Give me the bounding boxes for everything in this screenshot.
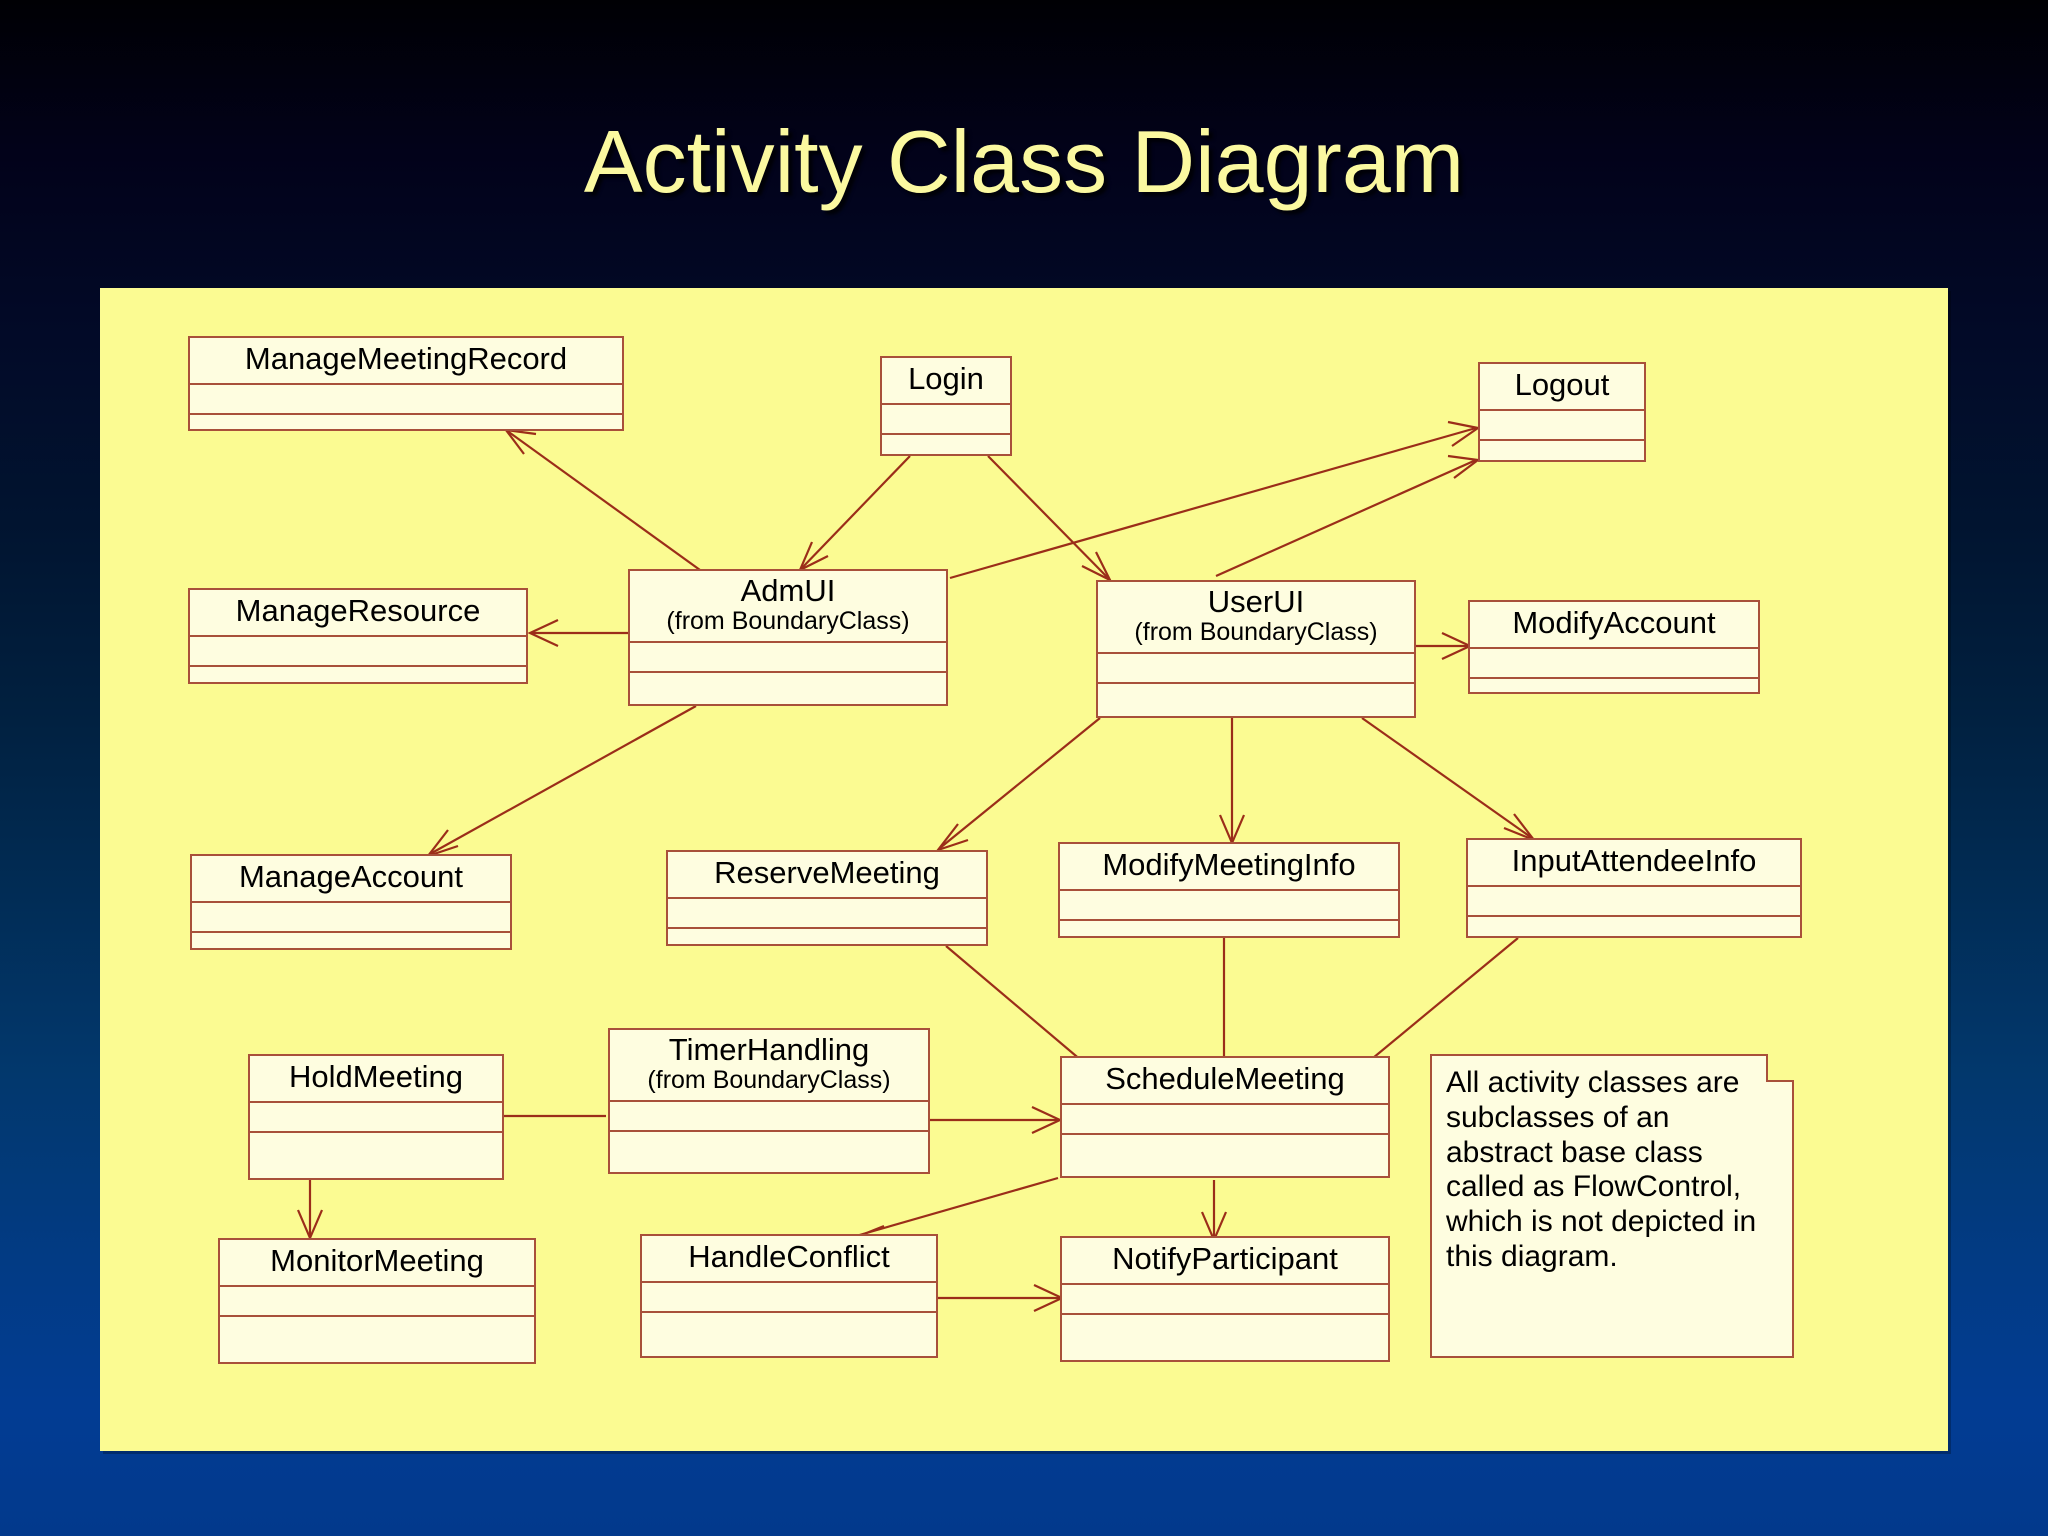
- uml-class-timerhandling[interactable]: TimerHandling (from BoundaryClass): [608, 1028, 930, 1174]
- uml-operations-compartment: [1062, 1312, 1388, 1360]
- class-diagram-canvas: ManageMeetingRecord Login Logout ManageR…: [100, 288, 1948, 1451]
- uml-attributes-compartment: [1062, 1102, 1388, 1133]
- edge-userui-logout: [1215, 454, 1481, 578]
- uml-class-name-text: AdmUI: [740, 573, 836, 608]
- uml-attributes-compartment: [630, 640, 946, 671]
- edge-holdmeeting-monitormeeting: [296, 1180, 324, 1241]
- uml-class-name: Login: [908, 361, 984, 396]
- uml-class-name: Logout: [1514, 367, 1610, 402]
- note-text: All activity classes are subclasses of a…: [1446, 1066, 1757, 1273]
- uml-attributes-compartment: [610, 1099, 928, 1130]
- uml-operations-compartment: [1468, 914, 1800, 947]
- edge-userui-reservemeeting: [934, 717, 1101, 853]
- note-dogear-icon: [1766, 1054, 1794, 1082]
- uml-attributes-compartment: [642, 1280, 936, 1311]
- uml-operations-compartment: [250, 1130, 502, 1178]
- uml-attributes-compartment: [1098, 651, 1414, 682]
- uml-class-name: HoldMeeting: [288, 1059, 464, 1094]
- uml-operations-compartment: [1062, 1132, 1388, 1176]
- uml-class-name: NotifyParticipant: [1112, 1241, 1338, 1276]
- uml-class-holdmeeting[interactable]: HoldMeeting: [248, 1054, 504, 1180]
- uml-operations-compartment: [1060, 918, 1398, 951]
- edge-login-userui: [987, 455, 1113, 583]
- uml-class-login[interactable]: Login: [880, 356, 1012, 456]
- uml-attributes-compartment: [1468, 884, 1800, 915]
- uml-class-manageresource[interactable]: ManageResource: [188, 588, 528, 684]
- uml-class-name: ReserveMeeting: [714, 855, 940, 890]
- uml-operations-compartment: [190, 412, 622, 445]
- edge-userui-modifyaccount: [1410, 632, 1473, 660]
- uml-attributes-compartment: [1470, 646, 1758, 677]
- uml-attributes-compartment: [882, 402, 1010, 433]
- uml-class-notifyparticipant[interactable]: NotifyParticipant: [1060, 1236, 1390, 1362]
- uml-operations-compartment: [1470, 676, 1758, 709]
- uml-class-modifyaccount[interactable]: ModifyAccount: [1468, 600, 1760, 694]
- edge-userui-modifymeetinginfo: [1218, 718, 1246, 846]
- uml-class-userui[interactable]: UserUI (from BoundaryClass): [1096, 580, 1416, 718]
- uml-class-name: ManageMeetingRecord: [244, 341, 568, 376]
- uml-operations-compartment: [630, 670, 946, 704]
- uml-class-handleconflict[interactable]: HandleConflict: [640, 1234, 938, 1358]
- uml-class-name: MonitorMeeting: [270, 1243, 484, 1278]
- uml-class-name: AdmUI (from BoundaryClass): [630, 571, 946, 641]
- edge-admui-manageresource: [527, 619, 628, 647]
- uml-class-schedulemeeting[interactable]: ScheduleMeeting: [1060, 1056, 1390, 1178]
- uml-class-name: ManageResource: [235, 593, 481, 628]
- uml-attributes-compartment: [190, 634, 526, 665]
- uml-attributes-compartment: [220, 1284, 534, 1315]
- uml-class-name: HandleConflict: [688, 1239, 890, 1274]
- uml-operations-compartment: [642, 1310, 936, 1356]
- uml-operations-compartment: [668, 926, 986, 959]
- uml-class-stereotype: (from BoundaryClass): [666, 606, 910, 635]
- uml-operations-compartment: [1098, 681, 1414, 716]
- uml-class-name: ModifyAccount: [1512, 605, 1716, 640]
- page-title: Activity Class Diagram: [583, 112, 1465, 211]
- uml-operations-compartment: [610, 1129, 928, 1172]
- note-flowcontrol[interactable]: All activity classes are subclasses of a…: [1430, 1054, 1794, 1358]
- uml-class-name: ModifyMeetingInfo: [1102, 847, 1356, 882]
- uml-class-reservemeeting[interactable]: ReserveMeeting: [666, 850, 988, 946]
- edge-admui-manageaccount: [424, 705, 697, 859]
- uml-class-name: ManageAccount: [238, 859, 464, 894]
- uml-class-managemeetingrecord[interactable]: ManageMeetingRecord: [188, 336, 624, 431]
- uml-operations-compartment: [192, 930, 510, 963]
- uml-class-name-text: TimerHandling: [668, 1032, 870, 1067]
- edge-login-admui: [797, 455, 911, 573]
- uml-attributes-compartment: [190, 382, 622, 413]
- uml-class-manageaccount[interactable]: ManageAccount: [190, 854, 512, 950]
- uml-attributes-compartment: [1060, 888, 1398, 919]
- uml-operations-compartment: [190, 664, 526, 697]
- uml-operations-compartment: [1480, 438, 1644, 471]
- uml-operations-compartment: [220, 1314, 534, 1362]
- uml-attributes-compartment: [192, 900, 510, 931]
- uml-attributes-compartment: [250, 1100, 502, 1131]
- uml-operations-compartment: [882, 432, 1010, 465]
- uml-class-admui[interactable]: AdmUI (from BoundaryClass): [628, 569, 948, 706]
- uml-class-inputattendeeinfo[interactable]: InputAttendeeInfo: [1466, 838, 1802, 938]
- uml-attributes-compartment: [1062, 1282, 1388, 1313]
- uml-attributes-compartment: [1480, 408, 1644, 439]
- uml-class-name: ScheduleMeeting: [1105, 1061, 1345, 1096]
- edge-schedulemeeting-notifyparticipant: [1200, 1180, 1228, 1243]
- uml-class-monitormeeting[interactable]: MonitorMeeting: [218, 1238, 536, 1364]
- uml-class-stereotype: (from BoundaryClass): [647, 1065, 891, 1094]
- uml-class-name: InputAttendeeInfo: [1511, 843, 1757, 878]
- edge-admui-logout: [949, 420, 1481, 580]
- uml-attributes-compartment: [668, 896, 986, 927]
- uml-class-name-text: UserUI: [1207, 584, 1305, 619]
- edge-userui-inputattendeeinfo: [1361, 717, 1538, 843]
- uml-class-logout[interactable]: Logout: [1478, 362, 1646, 462]
- edge-admui-managemeetingrecord: [503, 428, 701, 571]
- uml-class-modifymeetinginfo[interactable]: ModifyMeetingInfo: [1058, 842, 1400, 938]
- uml-class-name: TimerHandling (from BoundaryClass): [610, 1030, 928, 1100]
- uml-class-name: UserUI (from BoundaryClass): [1098, 582, 1414, 652]
- uml-class-stereotype: (from BoundaryClass): [1134, 617, 1378, 646]
